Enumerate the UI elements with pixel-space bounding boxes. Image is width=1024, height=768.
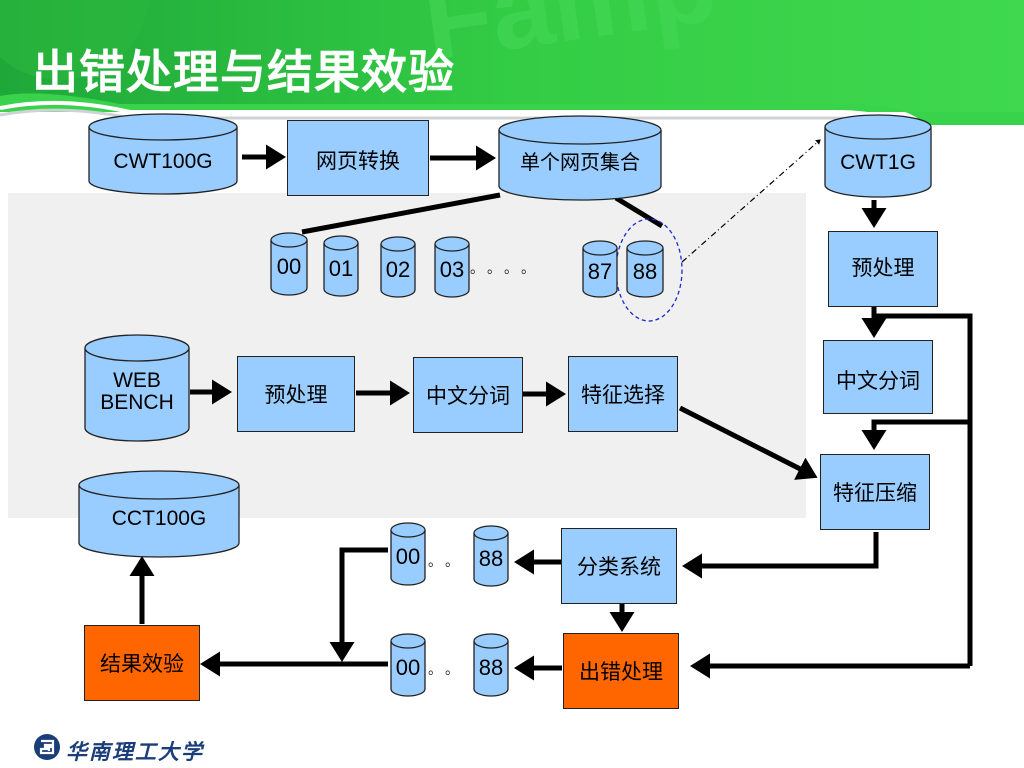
cyl-p01-label: 01	[328, 256, 354, 281]
db-single-pages-label: 单个网页集合	[520, 152, 640, 174]
cyl-p03-label: 03	[439, 257, 465, 282]
box-preprocess-mid: 预处理	[237, 356, 355, 432]
cyl-p88: 88	[626, 240, 664, 298]
cyl-error-88: 88	[473, 633, 509, 697]
box-error-handle: 出错处理	[563, 633, 679, 709]
db-cwt1g-label: CWT1G	[840, 151, 916, 174]
db-webbench-label: WEB BENCH	[100, 369, 174, 415]
title-banner: Famp	[0, 0, 1024, 125]
cyl-p02-label: 02	[385, 257, 411, 282]
arrow-results-down	[329, 547, 388, 662]
box-verify: 结果效验	[84, 625, 200, 701]
db-cwt1g: CWT1G	[824, 114, 932, 198]
page-title: 出错处理与结果效验	[32, 45, 455, 99]
box-feature-select: 特征选择	[568, 356, 678, 432]
cyl-classify-00: 00	[390, 522, 426, 586]
db-cwt100g: CWT100G	[88, 113, 238, 195]
cyl-p87: 87	[582, 240, 618, 298]
box-convert: 网页转换	[287, 120, 429, 196]
db-single-pages: 单个网页集合	[498, 115, 662, 201]
error-result-ellipsis: 。。	[428, 662, 469, 678]
db-cct100g-label: CCT100G	[111, 507, 207, 530]
university-logo-icon	[34, 734, 60, 760]
cyl-error-88-label: 88	[478, 655, 504, 680]
cyl-classify-88: 88	[473, 525, 509, 587]
box-preprocess-right: 预处理	[828, 231, 938, 307]
cyl-error-00: 00	[390, 633, 426, 697]
cyl-p02: 02	[380, 236, 416, 298]
cyl-error-00-label: 00	[395, 655, 421, 680]
cyl-p87-label: 87	[587, 259, 613, 284]
db-cct100g: CCT100G	[78, 470, 240, 558]
cyl-p00-label: 00	[276, 254, 302, 279]
cyl-p03: 03	[434, 236, 470, 298]
cyl-p00: 00	[270, 232, 308, 296]
arrow-seg-to-compress	[861, 419, 970, 450]
box-classify: 分类系统	[561, 528, 677, 604]
university-name: 华南理工大学	[66, 739, 204, 764]
box-feature-compress: 特征压缩	[820, 454, 930, 530]
cyl-p01: 01	[323, 235, 359, 297]
box-segment-right: 中文分词	[823, 340, 933, 414]
box-segment-mid: 中文分词	[413, 357, 523, 433]
db-cwt100g-label: CWT100G	[113, 150, 213, 173]
partition-ellipsis: 。。。。	[470, 261, 545, 277]
arrow-compress-classify	[682, 532, 879, 579]
classify-result-ellipsis: 。。	[428, 554, 469, 570]
cyl-classify-88-label: 88	[478, 546, 504, 571]
cyl-classify-00-label: 00	[395, 544, 421, 569]
cyl-p88-label: 88	[632, 259, 658, 284]
db-webbench: WEB BENCH	[84, 334, 190, 442]
